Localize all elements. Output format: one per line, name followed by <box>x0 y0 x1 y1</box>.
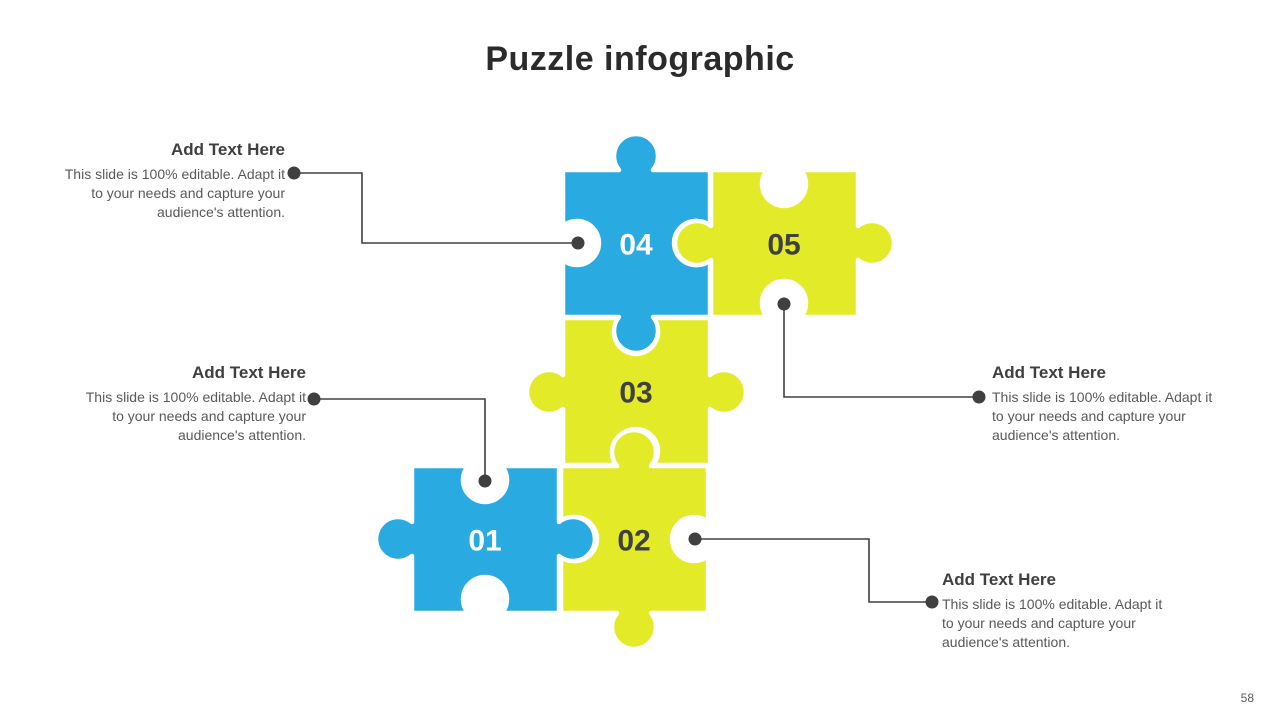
connector-line-top-left <box>294 172 578 244</box>
annotation-body: This slide is 100% editable. Adapt it to… <box>992 389 1213 443</box>
connector-line-middle-left <box>314 398 486 481</box>
annotation-body: This slide is 100% editable. Adapt it to… <box>942 596 1163 650</box>
piece-03-number: 03 <box>619 377 652 410</box>
annotation-heading: Add Text Here <box>942 570 1056 589</box>
connector-dot <box>777 297 791 311</box>
annotation-heading: Add Text Here <box>992 363 1106 382</box>
piece-05-number: 05 <box>767 229 800 262</box>
slide-title: Puzzle infographic <box>485 40 795 78</box>
annotation-body: This slide is 100% editable. Adapt it to… <box>85 389 306 443</box>
connector-dot <box>688 532 702 546</box>
annotation-heading: Add Text Here <box>171 140 285 159</box>
annotation-bottom-right: Add Text Here This slide is 100% editabl… <box>942 570 1174 652</box>
connector-dot <box>972 390 986 404</box>
piece-04-number: 04 <box>619 229 653 262</box>
connector-dot <box>925 595 939 609</box>
annotation-top-left: Add Text Here This slide is 100% editabl… <box>53 140 285 222</box>
annotation-middle-left: Add Text Here This slide is 100% editabl… <box>74 363 306 445</box>
connector-dot <box>287 166 301 180</box>
connector-dot <box>307 392 321 406</box>
piece-02-number: 02 <box>617 525 650 558</box>
annotation-body: This slide is 100% editable. Adapt it to… <box>64 166 285 220</box>
puzzle-piece-01 <box>373 463 598 616</box>
annotation-middle-right: Add Text Here This slide is 100% editabl… <box>992 363 1224 445</box>
connector-line-bottom-right <box>695 538 932 603</box>
piece-01-number: 01 <box>468 525 501 558</box>
connector-dot <box>571 236 585 250</box>
page-number: 58 <box>1240 691 1254 705</box>
connector-line-middle-right <box>783 304 979 398</box>
connector-dot <box>478 474 492 488</box>
puzzle-piece-05 <box>672 167 897 320</box>
annotation-heading: Add Text Here <box>192 363 306 382</box>
